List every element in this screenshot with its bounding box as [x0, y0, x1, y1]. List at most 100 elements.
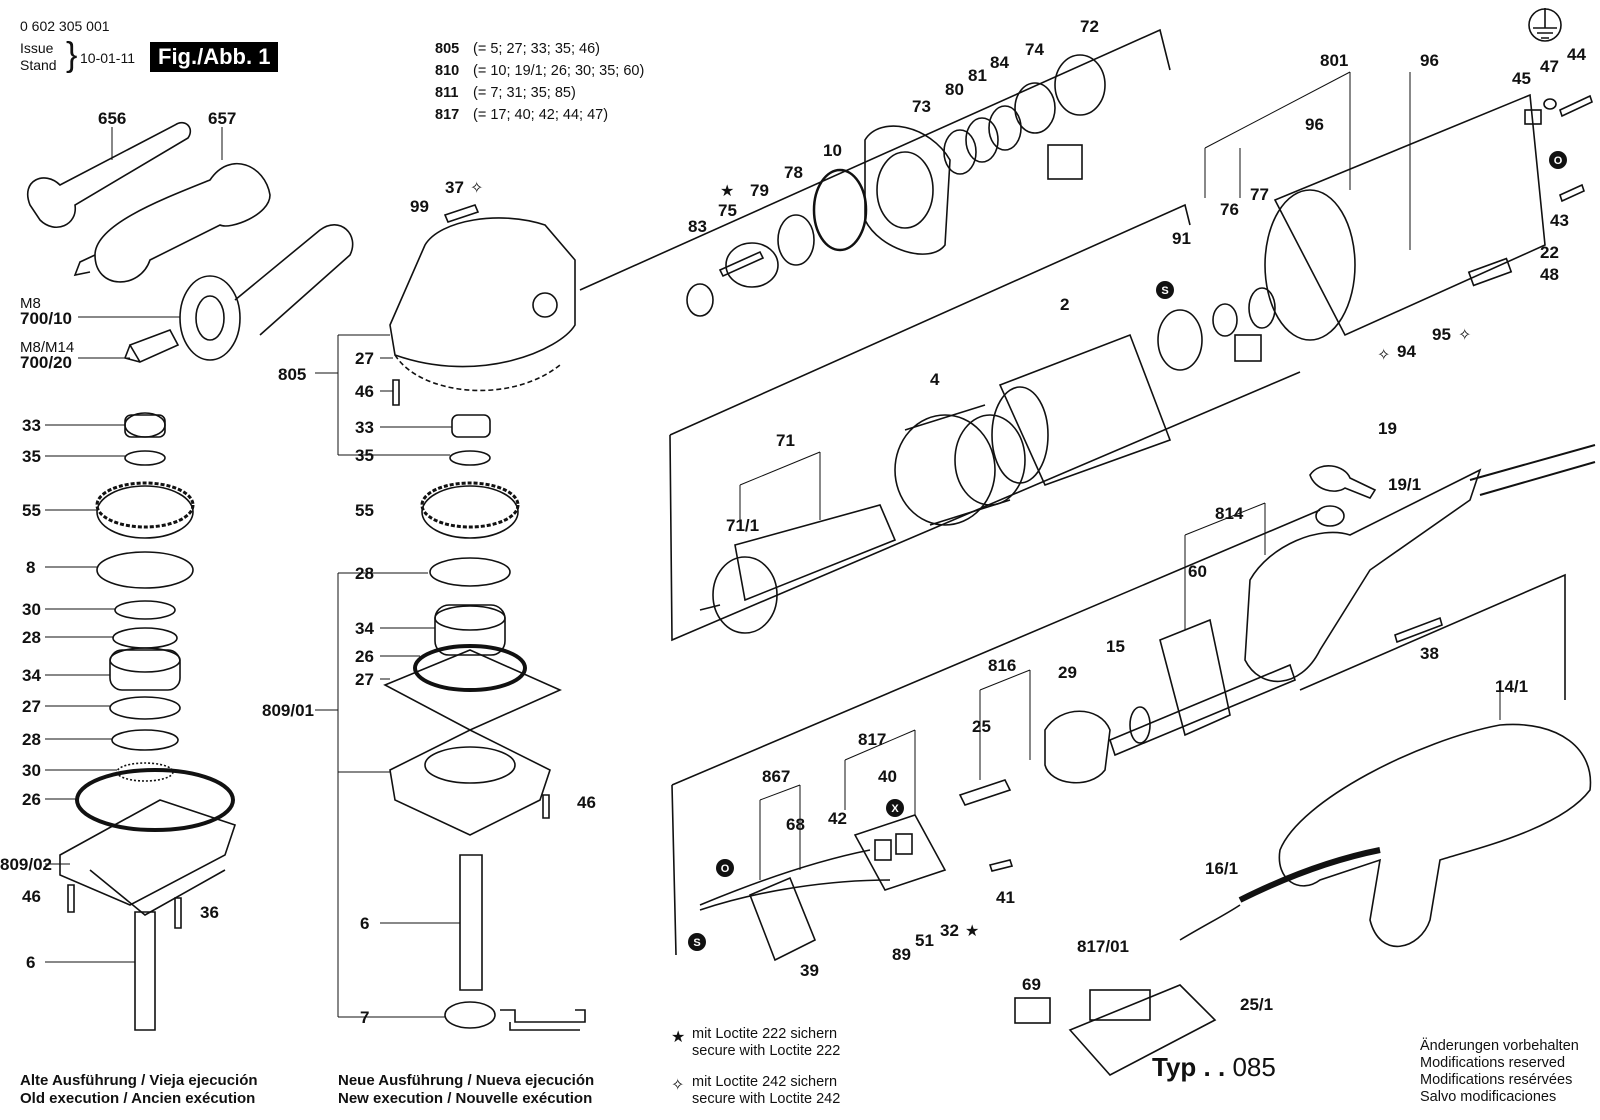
handle-stud — [73, 254, 96, 277]
label-72: 72 — [1080, 17, 1099, 36]
label-40: 40 — [878, 767, 897, 786]
label-83: 83 — [688, 217, 707, 236]
panel-frame-electrical — [671, 509, 1321, 956]
armature-71 — [734, 504, 897, 602]
group-id: 810 — [435, 63, 460, 79]
screw-46b — [392, 379, 400, 406]
ring-81 — [965, 117, 999, 163]
label-35a: 35 — [22, 447, 41, 466]
brush-holder-25 — [958, 779, 1012, 806]
caption-old-line-1: Alte Ausführung / Vieja ejecución — [20, 1072, 258, 1089]
star-filled-icon: ★ — [671, 1027, 685, 1046]
handle-shell-14-1 — [1278, 723, 1592, 948]
label-91: 91 — [1172, 229, 1191, 248]
seal-60 — [1159, 618, 1231, 737]
label-26b: 26 — [355, 647, 374, 666]
issue-date: 10-01-11 — [80, 50, 136, 66]
label-34b: 34 — [355, 619, 374, 638]
ground-symbol — [1533, 8, 1557, 39]
label-817-01: 817/01 — [1077, 937, 1129, 956]
rear-handle-814 — [1244, 468, 1482, 683]
label-99: 99 — [410, 197, 429, 216]
label-33a: 33 — [22, 416, 41, 435]
group-row: 817(= 17; 40; 42; 44; 47) — [435, 104, 644, 126]
gear-housing — [389, 217, 576, 368]
label-89: 89 — [892, 945, 911, 964]
label-22: 22 — [1540, 243, 1559, 262]
star-outline-icon: ✧ — [1377, 345, 1390, 364]
bearing-flange-b — [389, 729, 551, 836]
label-44: 44 — [1567, 45, 1586, 64]
label-m8-m14: M8/M14 — [20, 339, 74, 356]
legend-loctite-242: mit Loctite 242 sichern secure with Loct… — [692, 1074, 840, 1108]
ring-91 — [1157, 309, 1203, 371]
issue-stand-labels: Issue Stand — [20, 40, 57, 74]
legend-242-en: secure with Loctite 242 — [692, 1091, 841, 1107]
label-80: 80 — [945, 80, 964, 99]
label-55b: 55 — [355, 501, 374, 520]
legend-loctite-222: mit Loctite 222 sichern secure with Loct… — [692, 1026, 840, 1060]
spacer-29 — [1044, 710, 1111, 784]
svg-text:O: O — [721, 863, 730, 875]
issue-label: Issue — [20, 40, 54, 56]
ring-80 — [943, 129, 977, 175]
bevel-gear-55b — [420, 481, 520, 529]
screw-99 — [443, 204, 480, 223]
type-label: Typ . . — [1152, 1052, 1226, 1082]
label-30b: 30 — [22, 761, 41, 780]
aux-handle — [94, 162, 271, 283]
flange-79 — [725, 242, 779, 288]
svg-text:X: X — [891, 803, 899, 815]
label-95: 95 — [1432, 325, 1451, 344]
bearing-76a — [1212, 303, 1238, 337]
label-47: 47 — [1540, 57, 1559, 76]
label-39: 39 — [800, 961, 819, 980]
ring-27a — [109, 696, 181, 720]
star-outline-icon: ✧ — [671, 1075, 684, 1094]
label-75: 75 — [718, 201, 737, 220]
threaded-stud — [123, 329, 180, 364]
switch-module-817-01 — [1068, 984, 1217, 1076]
label-6b: 6 — [360, 914, 369, 933]
label-700-10: 700/10 — [20, 309, 72, 328]
label-656: 656 — [98, 109, 126, 128]
shaft — [699, 604, 721, 611]
label-78: 78 — [784, 163, 803, 182]
cable-clamp-867 — [748, 876, 817, 962]
label-26a: 26 — [22, 790, 41, 809]
bearing-34a — [109, 649, 181, 691]
label-7: 7 — [360, 1008, 369, 1027]
screw-46c — [542, 794, 550, 819]
o-ring-10 — [812, 168, 868, 252]
clip-45 — [1524, 109, 1542, 125]
nut-7 — [444, 1001, 496, 1029]
screw-44 — [1559, 94, 1593, 118]
screw-38 — [1394, 616, 1443, 644]
star-filled-icon: ★ — [720, 181, 734, 200]
commutator — [712, 556, 778, 634]
cable — [1469, 444, 1596, 496]
group-row: 811(= 7; 31; 35; 85) — [435, 82, 644, 104]
cover-72 — [1054, 54, 1106, 116]
label-35b: 35 — [355, 446, 374, 465]
label-42: 42 — [828, 809, 847, 828]
label-657: 657 — [208, 109, 236, 128]
group-list: 805(= 5; 27; 33; 35; 46) 810(= 10; 19/1;… — [435, 38, 644, 126]
caption-old-line-2: Old execution / Ancien exécution — [20, 1090, 256, 1107]
label-45: 45 — [1512, 69, 1531, 88]
label-27c: 27 — [355, 670, 374, 689]
label-25: 25 — [972, 717, 991, 736]
caption-old-execution: Alte Ausführung / Vieja ejecución Old ex… — [20, 1072, 258, 1108]
label-48: 48 — [1540, 265, 1559, 284]
label-69: 69 — [1022, 975, 1041, 994]
shaft-15 — [1109, 663, 1296, 757]
group-id: 817 — [435, 107, 460, 123]
label-74: 74 — [1025, 40, 1044, 59]
x-symbol — [886, 799, 904, 817]
label-51: 51 — [915, 931, 934, 950]
circlip-28c — [429, 557, 511, 587]
star-filled-icon: ★ — [965, 921, 979, 940]
ring-84 — [988, 105, 1022, 151]
o-ring-26a — [75, 768, 235, 832]
motor-housing-801 — [1273, 93, 1546, 337]
